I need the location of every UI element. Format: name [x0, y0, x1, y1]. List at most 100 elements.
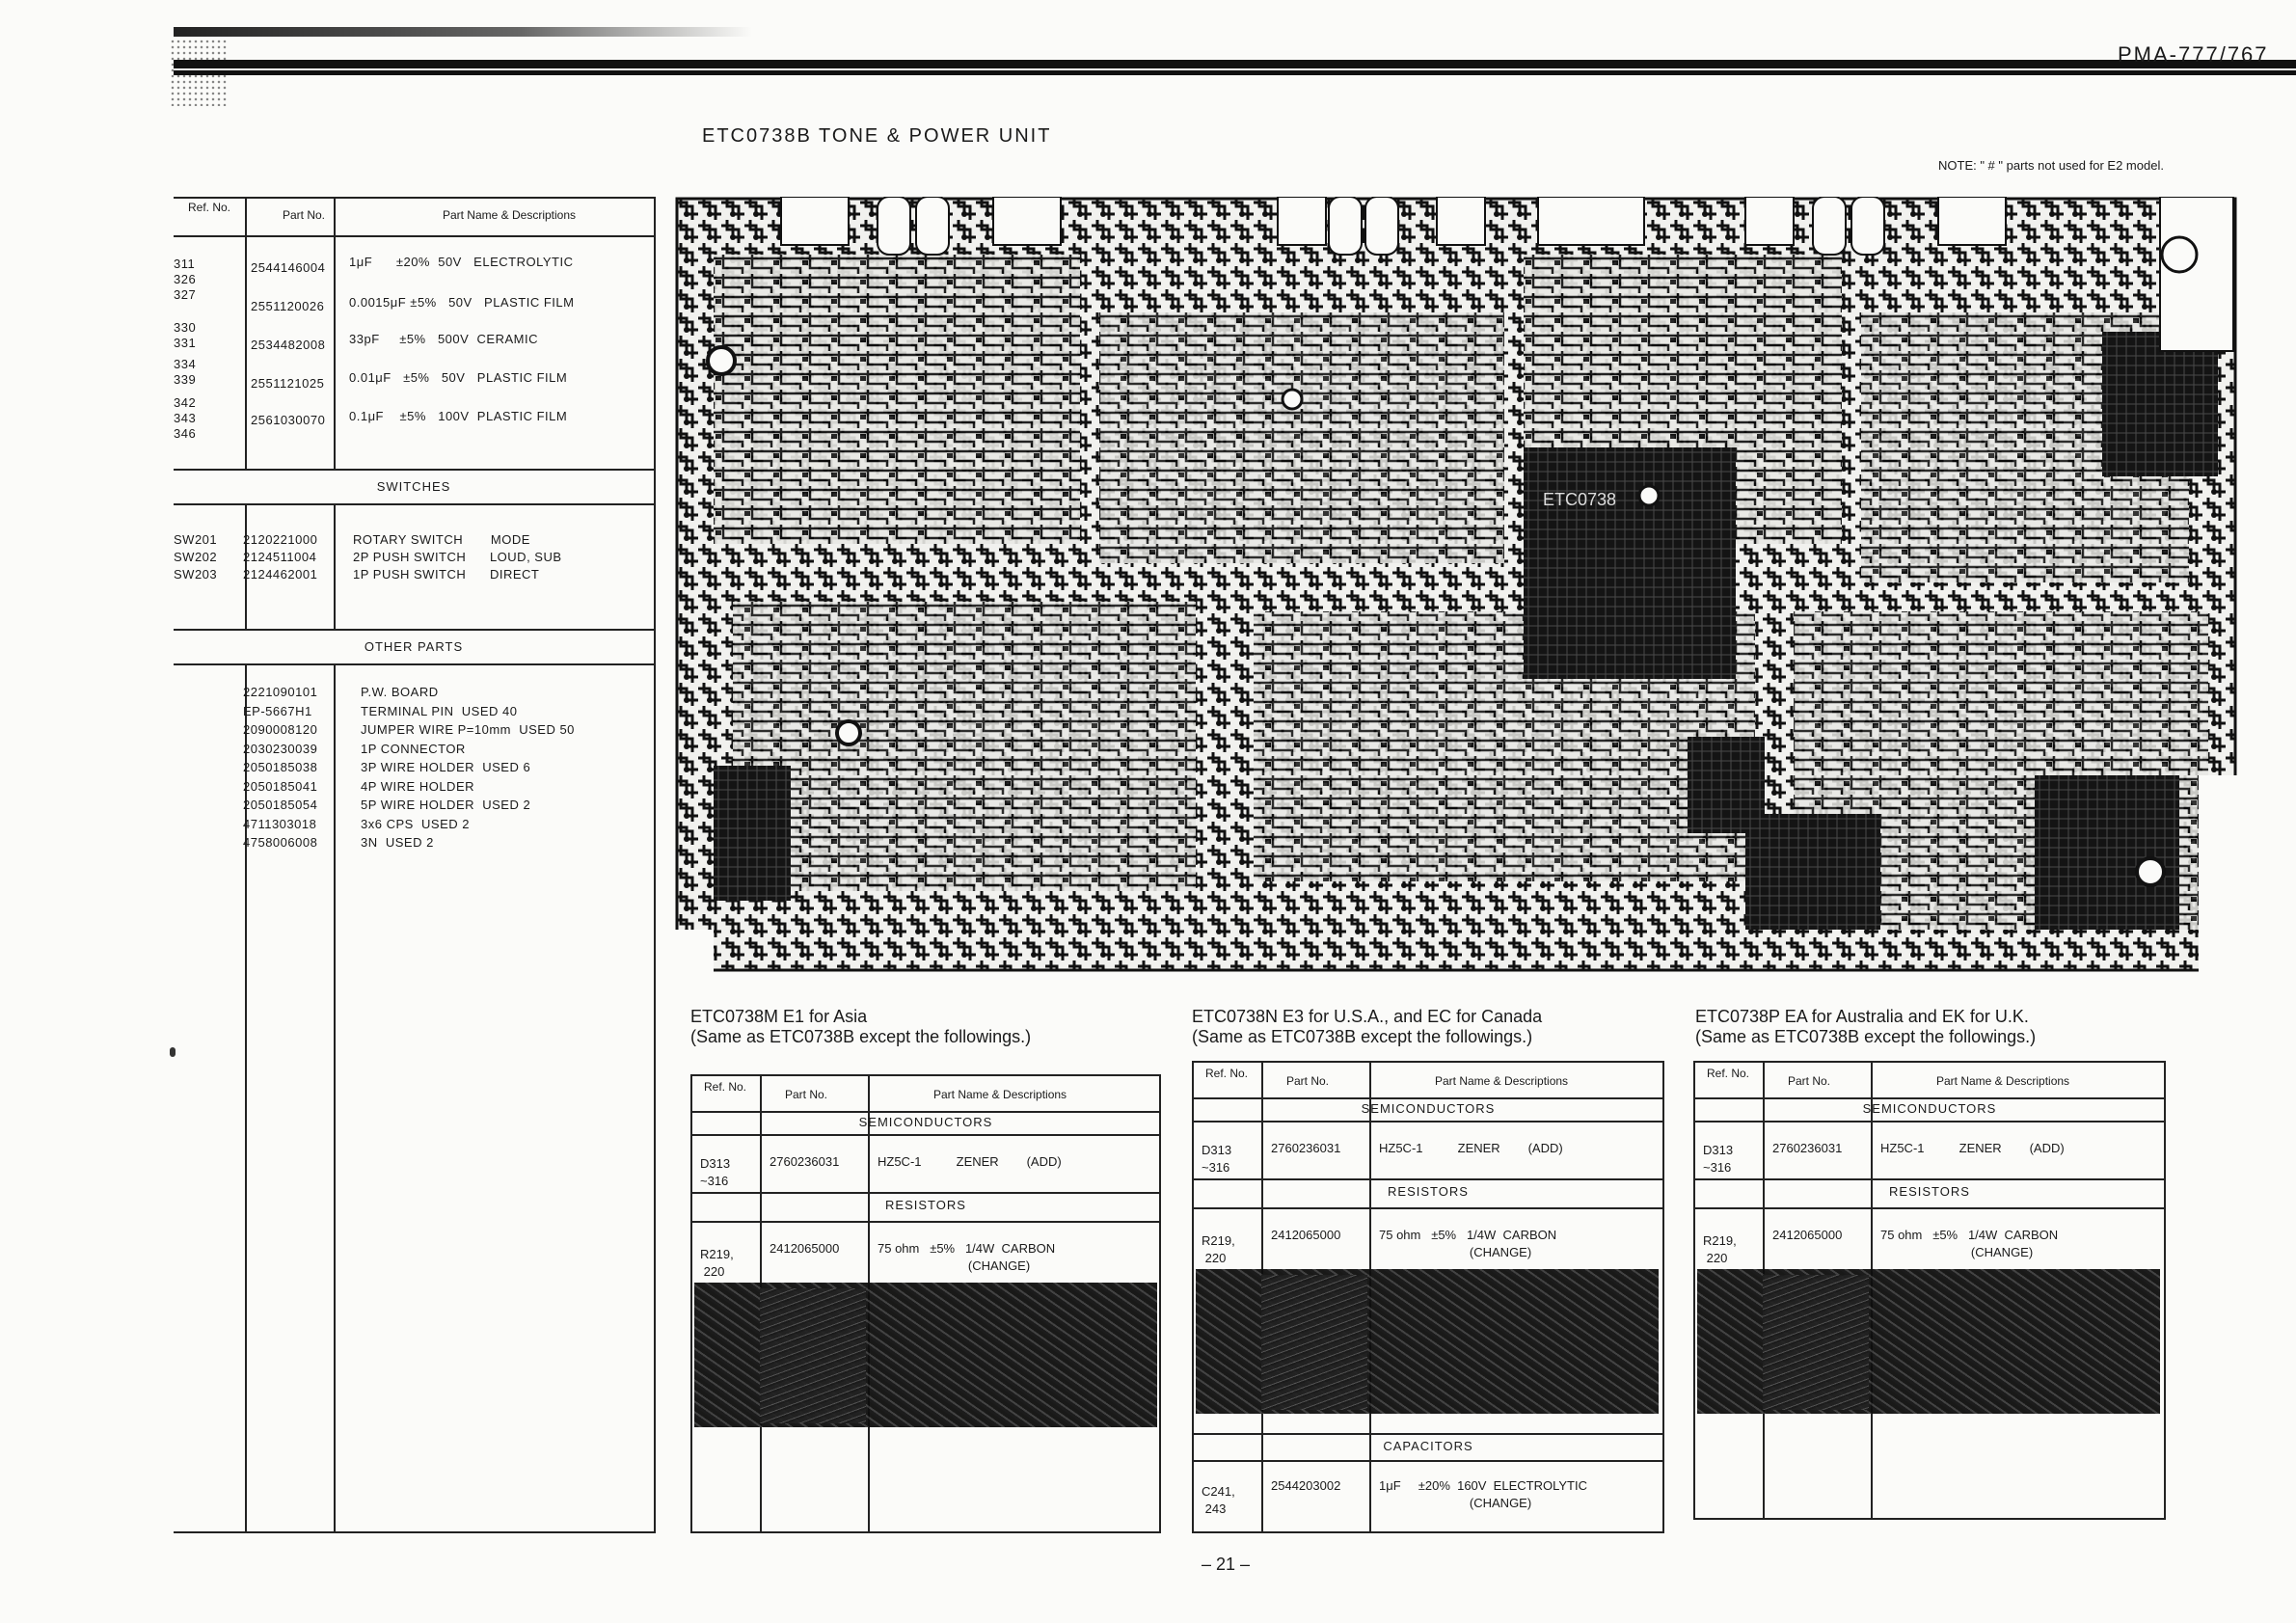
- desc-cell: 1P CONNECTOR: [361, 741, 466, 756]
- desc-cell: 0.01μF ±5% 50V PLASTIC FILM: [349, 370, 568, 385]
- row-divider: [1194, 1207, 1662, 1209]
- header-desc: Part Name & Descriptions: [1435, 1074, 1569, 1088]
- desc-cell: 5P WIRE HOLDER USED 2: [361, 798, 531, 812]
- row-divider: [692, 1221, 1159, 1223]
- header-desc: Part Name & Descriptions: [442, 208, 577, 222]
- header-rule: [174, 60, 2296, 75]
- ref-cell: SW203: [174, 567, 218, 582]
- ref-cell: 334 339: [174, 357, 197, 387]
- part-cell: 2124462001: [243, 567, 318, 582]
- obscured-rows: [1261, 1275, 1367, 1410]
- part-cell: 2760236031: [1271, 1141, 1341, 1155]
- model-number: PMA-777/767: [2118, 42, 2269, 67]
- ref-cell: 311 326 327: [174, 257, 197, 302]
- part-cell: 2551121025: [251, 376, 325, 391]
- desc-cell: 3x6 CPS USED 2: [361, 816, 470, 831]
- part-cell: 2412065000: [1271, 1228, 1341, 1242]
- parts-list-header: Ref. No. Part No. Part Name & Descriptio…: [174, 199, 654, 237]
- header-part: Part No.: [1788, 1074, 1831, 1088]
- row-divider: [1695, 1121, 2164, 1123]
- header-desc: Part Name & Descriptions: [933, 1088, 1067, 1101]
- row-divider: [1194, 1433, 1662, 1435]
- ref-cell: R219, 220: [700, 1247, 734, 1279]
- section-semiconductors: SEMICONDUCTORS: [1862, 1101, 1997, 1116]
- row-divider: [1194, 1460, 1662, 1462]
- part-cell: 2050185054: [243, 798, 318, 812]
- header-part: Part No.: [785, 1088, 828, 1101]
- section-semiconductors: SEMICONDUCTORS: [858, 1115, 993, 1129]
- page-title: ETC0738B TONE & POWER UNIT: [702, 125, 1052, 147]
- desc-cell: 75 ohm ±5% 1/4W CARBON (CHANGE): [1379, 1228, 1557, 1259]
- variant-subtitle: (Same as ETC0738B except the followings.…: [1192, 1027, 1533, 1046]
- row-divider: [1695, 1097, 2164, 1099]
- part-cell: 2090008120: [243, 722, 318, 737]
- row-divider: [1194, 1097, 1662, 1099]
- section-semiconductors: SEMICONDUCTORS: [1361, 1101, 1496, 1116]
- part-cell: 4711303018: [243, 816, 317, 831]
- part-cell: 2551120026: [251, 299, 325, 313]
- part-cell: 2412065000: [770, 1241, 840, 1256]
- part-cell: 2544146004: [251, 260, 326, 275]
- variant-subtitle: (Same as ETC0738B except the followings.…: [690, 1027, 1032, 1046]
- part-cell: 2412065000: [1772, 1228, 1843, 1242]
- section-resistors: RESISTORS: [1388, 1184, 1469, 1199]
- ref-cell: R219, 220: [1202, 1233, 1235, 1265]
- section-resistors: RESISTORS: [1889, 1184, 1970, 1199]
- col-divider: [245, 199, 247, 1531]
- desc-cell: 3N USED 2: [361, 835, 434, 850]
- desc-cell: 1μF ±20% 160V ELECTROLYTIC (CHANGE): [1379, 1478, 1587, 1510]
- variant-parts-table: Ref. No.Part No.Part Name & Descriptions…: [1192, 1061, 1664, 1533]
- variant-block: ETC0738M E1 for Asia(Same as ETC0738B ex…: [690, 1007, 1161, 1533]
- header-ref: Ref. No.: [1707, 1067, 1750, 1080]
- pcb-ground-planes: [714, 332, 2218, 930]
- ref-cell: SW201: [174, 532, 218, 547]
- pcb-mounting-holes: [706, 345, 2166, 887]
- desc-cell: P.W. BOARD: [361, 685, 439, 699]
- ref-cell: D313 ~316: [1703, 1143, 1734, 1175]
- variant-block: ETC0738P EA for Australia and EK for U.K…: [1693, 1007, 2166, 1520]
- section-other-parts: OTHER PARTS: [174, 629, 654, 665]
- header-part: Part No.: [282, 208, 325, 222]
- header-part: Part No.: [1286, 1074, 1330, 1088]
- row-divider: [692, 1192, 1159, 1194]
- part-cell: 2050185038: [243, 760, 318, 774]
- part-cell: 2534482008: [251, 338, 326, 352]
- desc-cell: 33pF ±5% 500V CERAMIC: [349, 332, 538, 346]
- header-ref: Ref. No.: [704, 1080, 747, 1094]
- part-cell: 2124511004: [243, 550, 317, 564]
- col-divider: [334, 199, 336, 1531]
- pcb-bottom-notch: [675, 775, 2237, 972]
- desc-cell: 3P WIRE HOLDER USED 6: [361, 760, 531, 774]
- row-divider: [1695, 1178, 2164, 1180]
- header-desc: Part Name & Descriptions: [1936, 1074, 2070, 1088]
- desc-cell: 1P PUSH SWITCH DIRECT: [353, 567, 540, 582]
- row-divider: [1194, 1178, 1662, 1180]
- row-divider: [1194, 1121, 1662, 1123]
- margin-mark: [170, 1047, 176, 1057]
- variant-block: ETC0738N E3 for U.S.A., and EC for Canad…: [1192, 1007, 1664, 1533]
- ref-cell: D313 ~316: [1202, 1143, 1232, 1175]
- part-cell: 4758006008: [243, 835, 318, 850]
- ref-cell: 342 343 346: [174, 395, 197, 441]
- desc-cell: 75 ohm ±5% 1/4W CARBON (CHANGE): [878, 1241, 1056, 1273]
- ref-cell: 330 331: [174, 320, 197, 350]
- desc-cell: HZ5C-1 ZENER (ADD): [1880, 1141, 2065, 1155]
- ref-cell: D313 ~316: [700, 1156, 731, 1188]
- part-cell: 2030230039: [243, 741, 318, 756]
- desc-cell: 4P WIRE HOLDER: [361, 778, 475, 794]
- desc-cell: JUMPER WIRE P=10mm USED 50: [361, 722, 575, 737]
- desc-cell: TERMINAL PIN USED 40: [361, 703, 518, 718]
- desc-cell: 0.1μF ±5% 100V PLASTIC FILM: [349, 409, 568, 423]
- desc-cell: HZ5C-1 ZENER (ADD): [1379, 1141, 1563, 1155]
- ref-cell: SW202: [174, 550, 218, 564]
- part-cell: 2050185041: [243, 778, 318, 794]
- part-cell: 2221090101: [243, 685, 318, 699]
- header-ref: Ref. No.: [187, 201, 230, 214]
- part-cell: EP-5667H1: [243, 703, 312, 718]
- variant-parts-table: Ref. No. Part No. Part Name & Descriptions…: [1693, 1061, 2166, 1520]
- variant-title: ETC0738M E1 for Asia: [690, 1007, 868, 1026]
- part-cell: 2544203002: [1271, 1478, 1341, 1493]
- scan-streak: [174, 27, 752, 37]
- desc-cell: 0.0015μF ±5% 50V PLASTIC FILM: [349, 295, 575, 310]
- ref-cell: R219, 220: [1703, 1233, 1737, 1265]
